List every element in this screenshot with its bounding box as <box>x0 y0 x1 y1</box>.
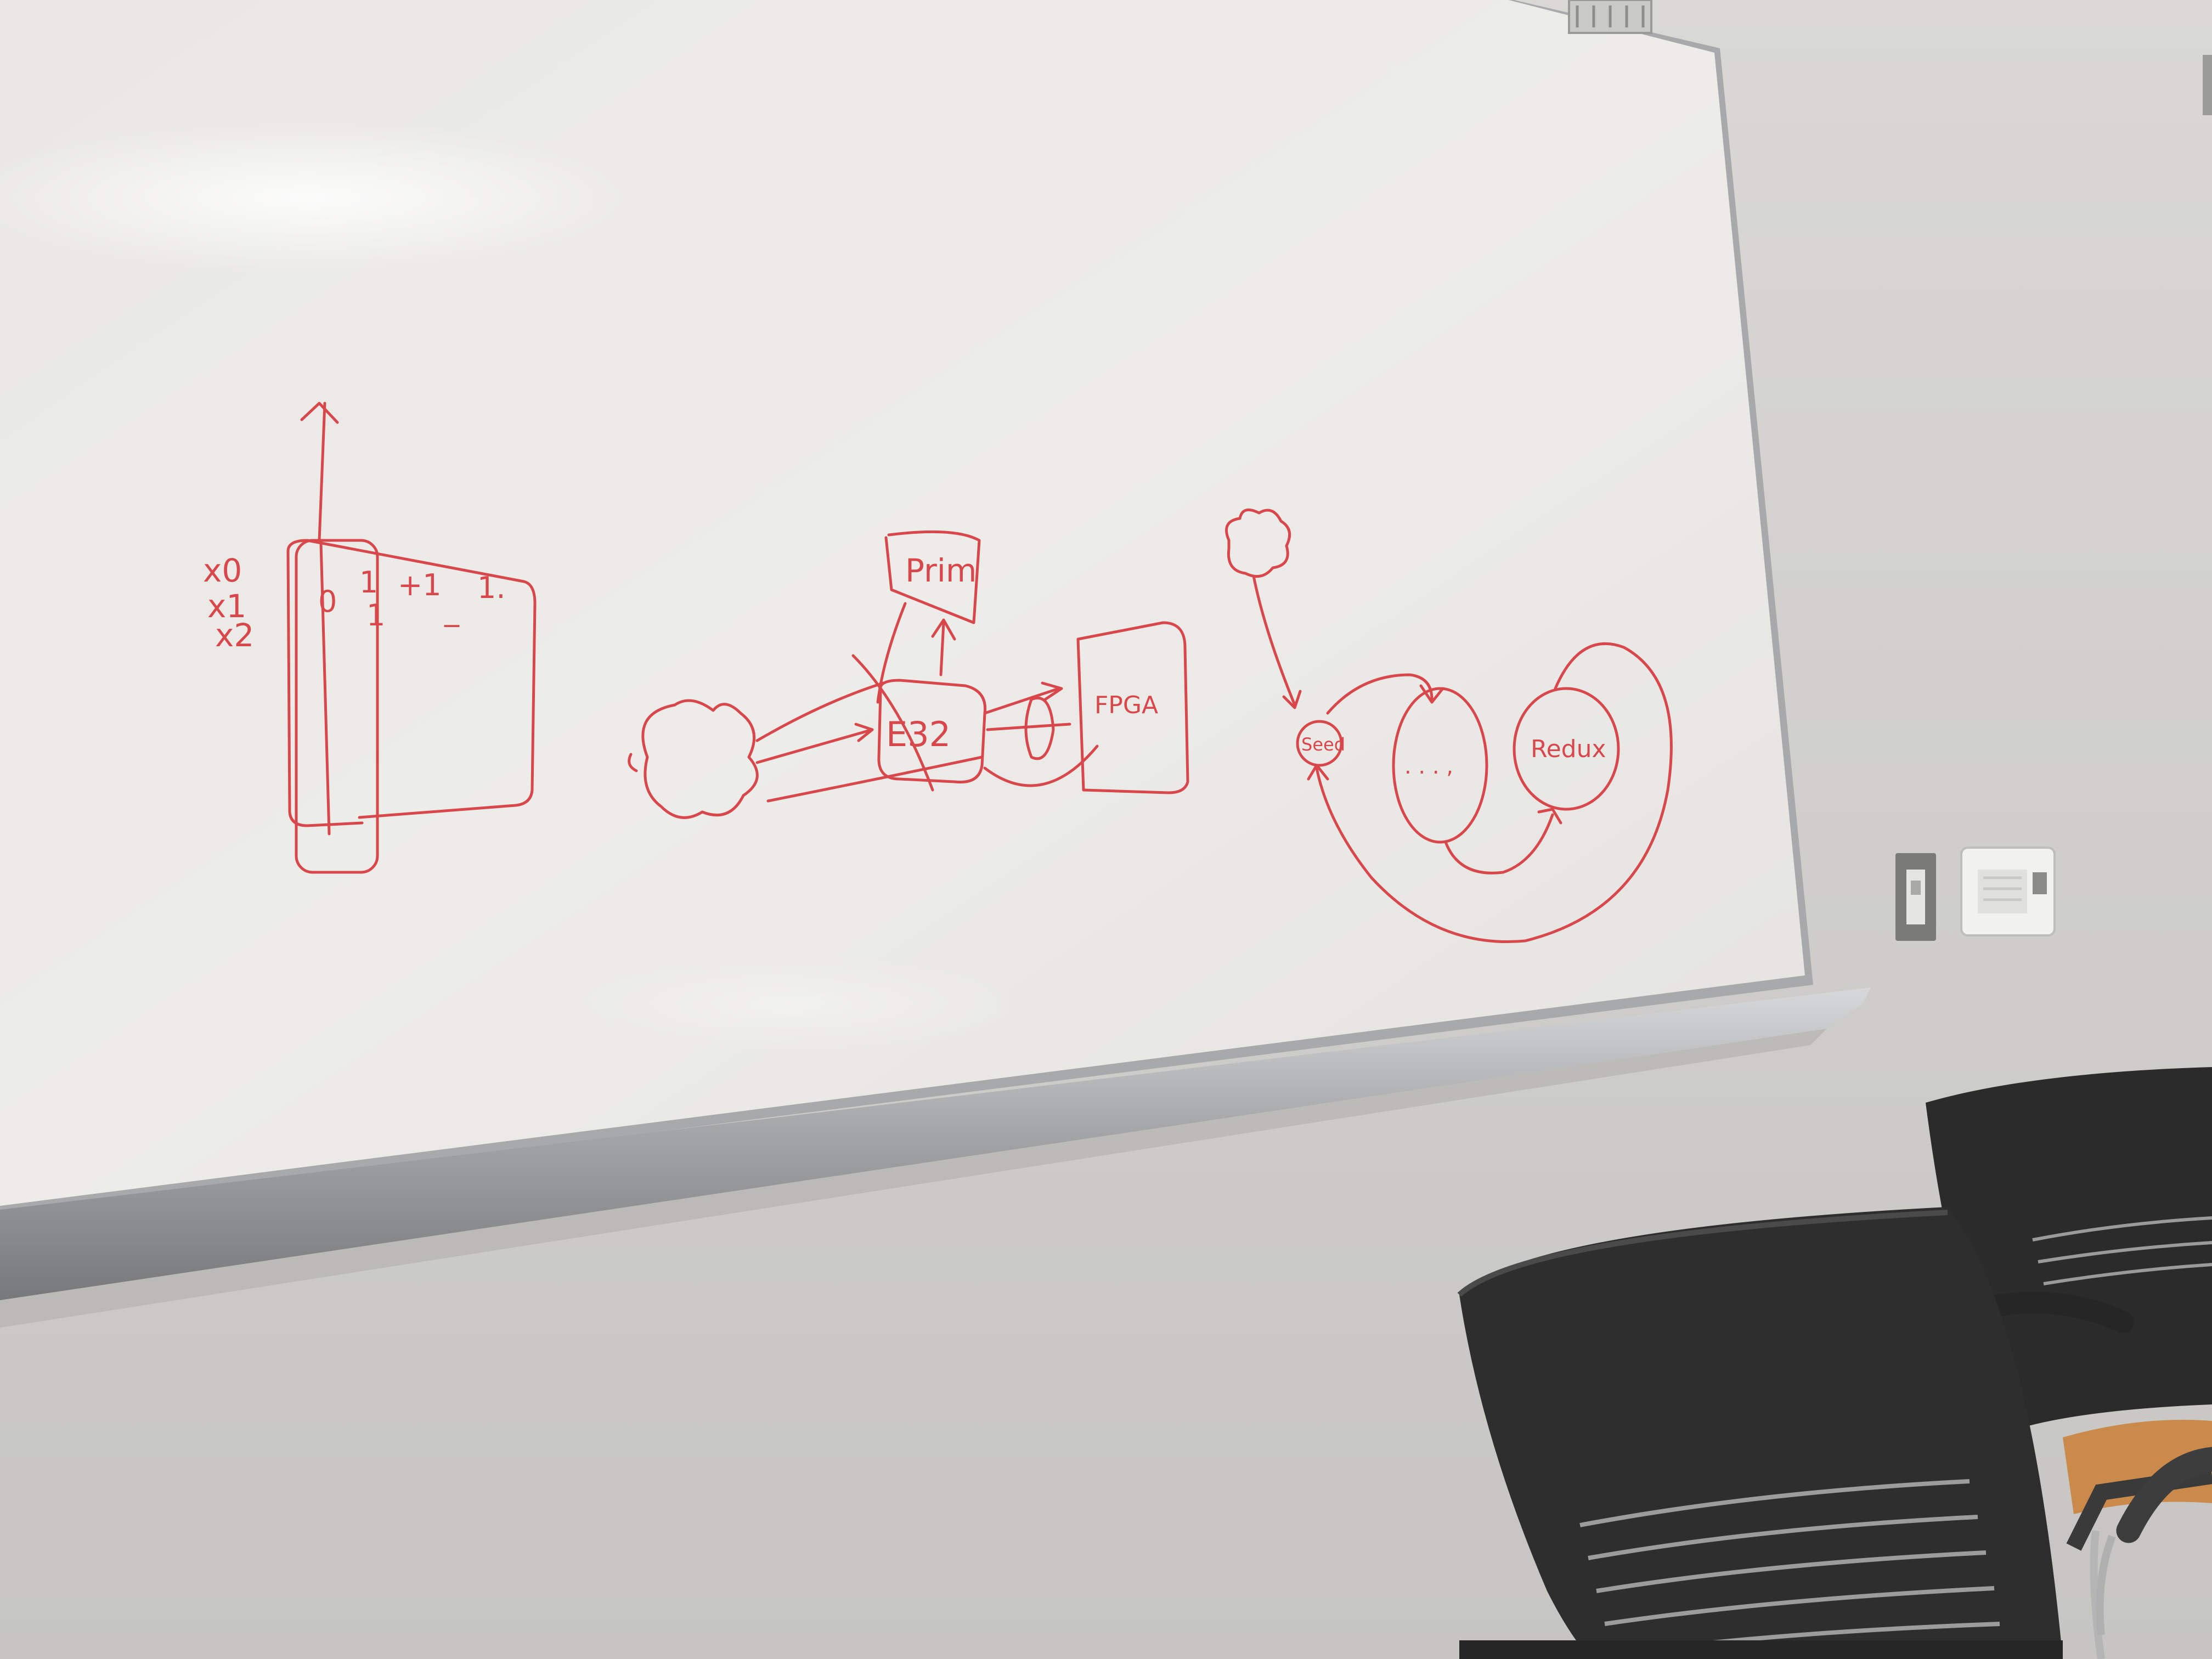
row-label: x1 <box>207 588 246 625</box>
drawing-cycle-labels: Seed . . . , Redux <box>1301 734 1606 779</box>
redux-label: Redux <box>1531 735 1606 763</box>
marker-tray-shadow <box>0 1029 1827 1328</box>
thermostat <box>1960 847 2056 936</box>
row-label: x0 <box>203 552 242 589</box>
light-glare <box>565 955 1026 1053</box>
cell-value: 1. <box>477 571 506 605</box>
light-switch <box>1895 853 1936 941</box>
cell-value: _ <box>444 592 460 627</box>
whiteboard-surface <box>0 0 1805 1206</box>
drawing-system-labels: Prim E32 FPGA <box>886 552 1158 754</box>
marker-tray <box>0 988 1871 1300</box>
seed-label: Seed <box>1301 734 1345 755</box>
drawing-cycle-diagram <box>1225 508 1673 944</box>
middle-node-label: . . . , <box>1404 754 1453 779</box>
prim-label: Prim <box>905 552 977 589</box>
wall-hook <box>2203 55 2212 115</box>
node-seed <box>1296 720 1343 767</box>
chair-front <box>1457 1207 2212 1659</box>
node-middle <box>1392 687 1488 844</box>
cell-value: 1 <box>359 565 378 600</box>
row-label: x2 <box>215 617 254 654</box>
cell-value: 1 <box>366 598 385 633</box>
light-glare <box>0 121 647 274</box>
drawing-table-sketch <box>286 402 537 874</box>
e32-label: E32 <box>886 714 951 754</box>
fpga-label: FPGA <box>1094 691 1158 719</box>
cloud-source <box>641 699 759 819</box>
cell-value: 0 <box>318 584 337 619</box>
drawing-table-labels: x0 x1 x2 0 1 +1 1. 1 _ <box>203 552 506 654</box>
node-redux <box>1513 687 1620 811</box>
fpga-box <box>1076 621 1189 794</box>
drawing-system-diagram <box>628 530 1189 819</box>
marker-holder <box>1568 0 1652 34</box>
cell-value: +1 <box>398 568 442 602</box>
small-cloud <box>1225 508 1291 578</box>
